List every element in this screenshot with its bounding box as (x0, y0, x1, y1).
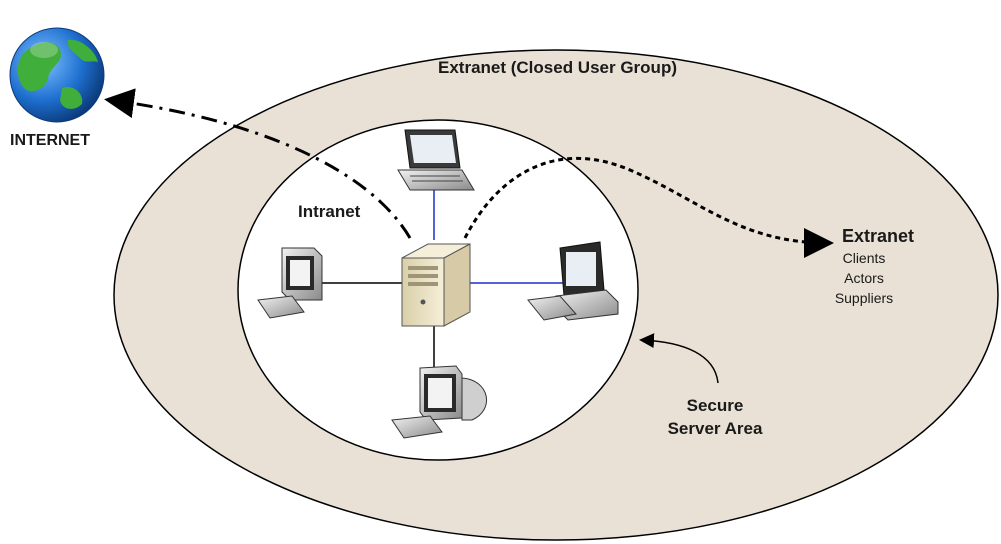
server-tower-icon (401, 243, 471, 327)
internet-connection (104, 88, 412, 239)
secure-server-area-label: Secure Server Area (667, 396, 763, 438)
extranet-member-label: Actors (844, 270, 884, 286)
extranet-member-label: Suppliers (834, 290, 894, 306)
extranet-title: Extranet (Closed User Group) (438, 58, 677, 77)
globe-icon (9, 27, 105, 123)
desktop-left-icon (257, 247, 323, 319)
extranet-connection (463, 156, 834, 258)
extranet-member-label: Clients (842, 250, 886, 266)
desktop-bottom-icon (391, 365, 487, 439)
extranet-label: Extranet (842, 226, 915, 246)
intranet-label: Intranet (298, 202, 361, 221)
desktop-right-icon (527, 241, 619, 321)
secure-area-pointer (639, 333, 719, 384)
laptop-icon (397, 129, 475, 191)
internet-label: INTERNET (10, 132, 90, 149)
